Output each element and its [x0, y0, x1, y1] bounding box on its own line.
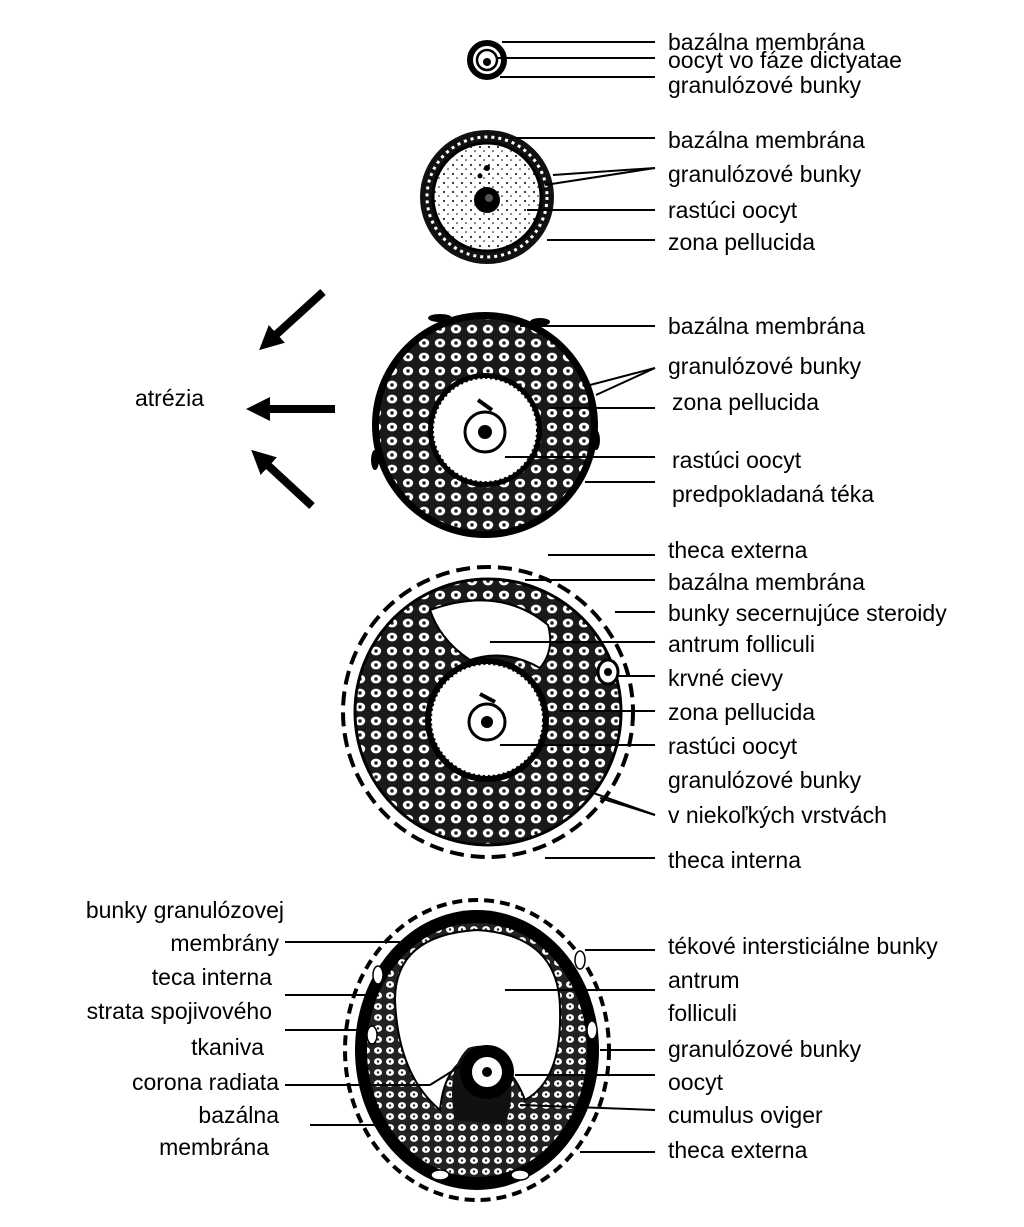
stage5-graafian-follicle [343, 898, 611, 1202]
atresia-arrows [246, 289, 335, 509]
label-s1-granulosa: granulózové bunky [668, 72, 862, 98]
label-s4-antrum: antrum folliculi [668, 631, 815, 657]
label-s5-basal-membrane: membrána [159, 1134, 269, 1160]
label-s4-granulosa: granulózové bunky [668, 767, 862, 793]
label-s5-cumulus: cumulus oviger [668, 1102, 823, 1128]
label-s3-zona-pellucida: zona pellucida [672, 389, 820, 415]
label-s5-oocyte: oocyt [668, 1069, 723, 1095]
label-s5-teca-interna: teca interna [151, 964, 272, 990]
label-s5-theca-interstitial: tékové intersticiálne bunky [668, 933, 938, 959]
label-s5-tissue: tkaniva [191, 1034, 264, 1060]
label-s3-basal-membrane: bazálna membrána [668, 313, 865, 339]
label-s5-granulosa-cells: bunky granulózovej [85, 897, 284, 923]
label-s5-granulosa: granulózové bunky [668, 1036, 862, 1062]
stage1-leader-lines [497, 41, 655, 78]
label-s4-zona-pellucida: zona pellucida [668, 699, 816, 725]
label-s2-growing-oocyte: rastúci oocyt [668, 197, 798, 223]
label-s5-basal: bazálna [198, 1102, 279, 1128]
label-s5-theca-externa: theca externa [668, 1137, 808, 1163]
label-s4-multilayer: v niekoľkých vrstvách [668, 802, 887, 828]
label-s3-growing-oocyte: rastúci oocyt [672, 447, 802, 473]
label-s5-folliculi: folliculi [668, 1000, 738, 1026]
label-s3-granulosa: granulózové bunky [668, 353, 862, 379]
stage5-leader-lines [285, 941, 656, 1153]
label-s1-basal-membrane: bazálna membrána [668, 29, 865, 55]
label-s2-zona-pellucida: zona pellucida [668, 229, 816, 255]
label-s4-growing-oocyte: rastúci oocyt [668, 733, 798, 759]
label-s2-basal-membrane: bazálna membrána [668, 127, 865, 153]
label-s3-prospective-theca: predpokladaná téka [672, 481, 875, 507]
label-atresia: atrézia [135, 385, 205, 411]
label-s5-corona-radiata: corona radiata [131, 1069, 279, 1095]
label-s5-membrane: membrány [170, 930, 279, 956]
label-s5-connective-strata: strata spojivového [86, 998, 272, 1024]
label-s4-basal-membrane: bazálna membrána [668, 569, 865, 595]
stage2-leader-lines [510, 137, 656, 241]
label-s4-blood-vessels: krvné cievy [668, 665, 784, 691]
stage2-primary-follicle [420, 130, 554, 264]
label-s4-steroid-cells: bunky secernujúce steroidy [668, 600, 947, 626]
label-s4-theca-interna: theca interna [668, 847, 801, 873]
stage3-leader-lines [505, 325, 656, 483]
label-s4-theca-externa: theca externa [668, 537, 808, 563]
stage1-primordial-follicle [467, 40, 507, 80]
stage3-secondary-follicle [371, 312, 600, 538]
stage4-antral-follicle [341, 565, 635, 859]
label-s5-antrum: antrum [668, 967, 740, 993]
label-s2-granulosa: granulózové bunky [668, 161, 862, 187]
stage4-leader-lines [490, 554, 656, 859]
label-s1-dictyate-oocyte: oocyt vo fáze dictyatae [668, 47, 902, 73]
